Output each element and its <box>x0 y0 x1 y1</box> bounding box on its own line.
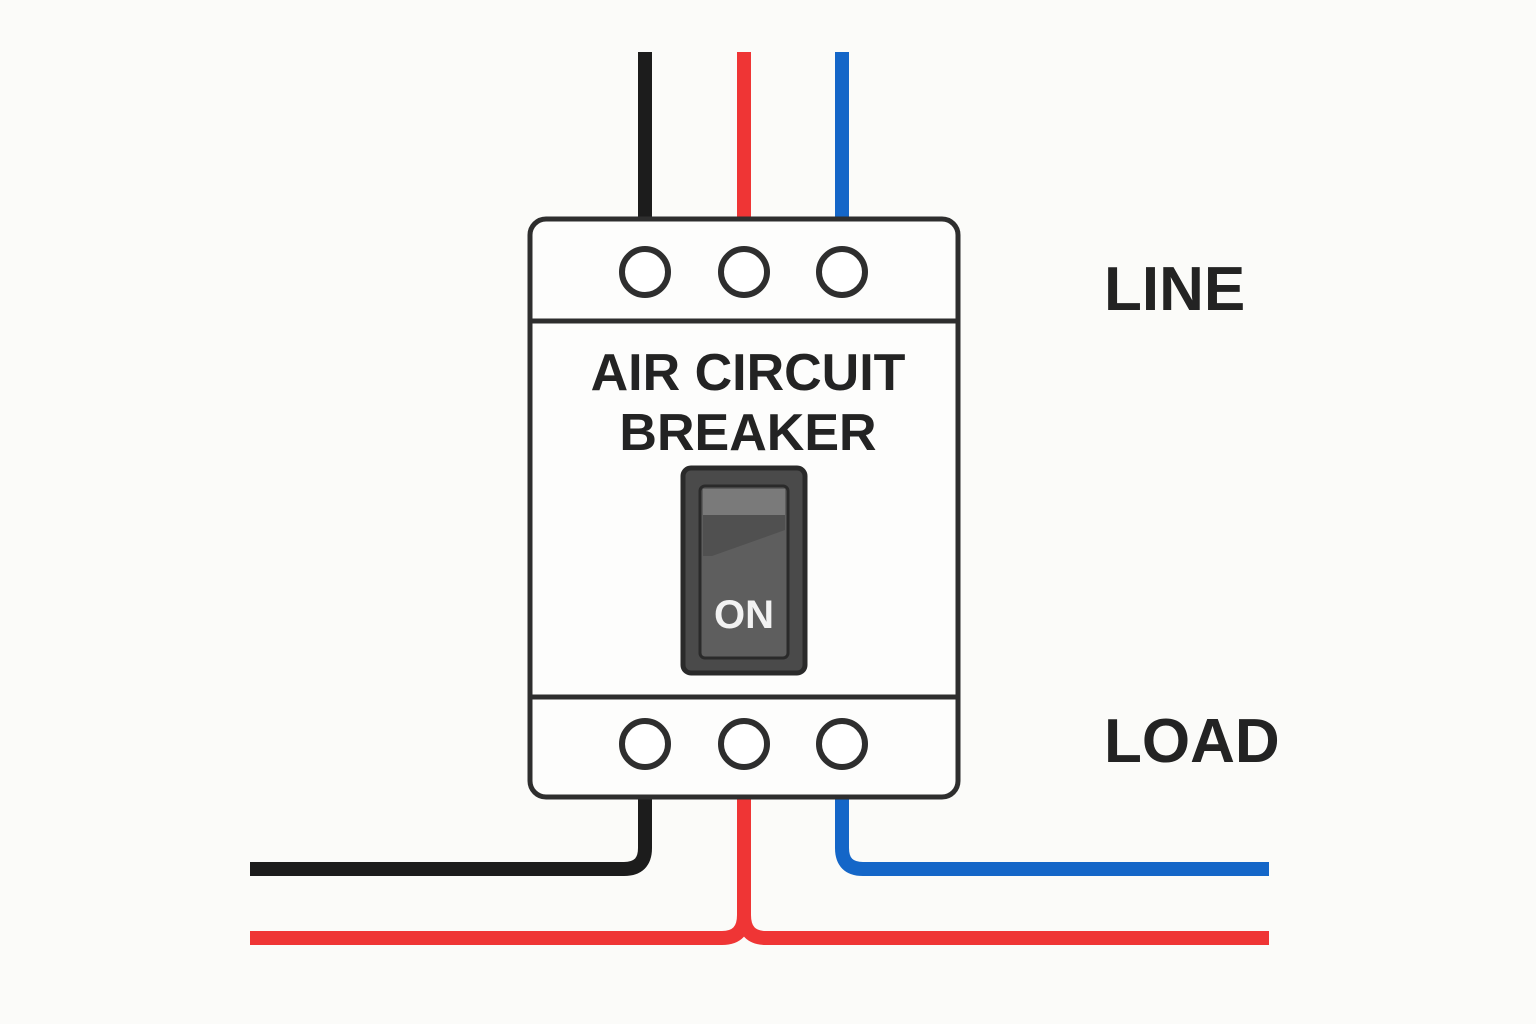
load-wire-blue <box>835 766 1269 876</box>
line-terminal-2 <box>718 246 770 298</box>
switch-rocker-bevel <box>703 515 785 556</box>
load-wire-black <box>250 766 652 876</box>
load-wire-red <box>250 766 1269 945</box>
breaker-title-line2: BREAKER <box>619 404 876 462</box>
switch-on-label: ON <box>714 593 774 637</box>
line-terminal-1 <box>619 246 671 298</box>
load-terminal-1 <box>619 718 671 770</box>
line-terminal-3 <box>816 246 868 298</box>
load-label: LOAD <box>1104 707 1280 776</box>
line-label: LINE <box>1104 255 1245 324</box>
breaker-title-line1: AIR CIRCUIT <box>591 344 906 402</box>
load-terminal-3 <box>816 718 868 770</box>
switch-rocker-top <box>703 489 785 515</box>
load-terminal-2 <box>718 718 770 770</box>
breaker-switch[interactable]: ON <box>680 465 808 676</box>
